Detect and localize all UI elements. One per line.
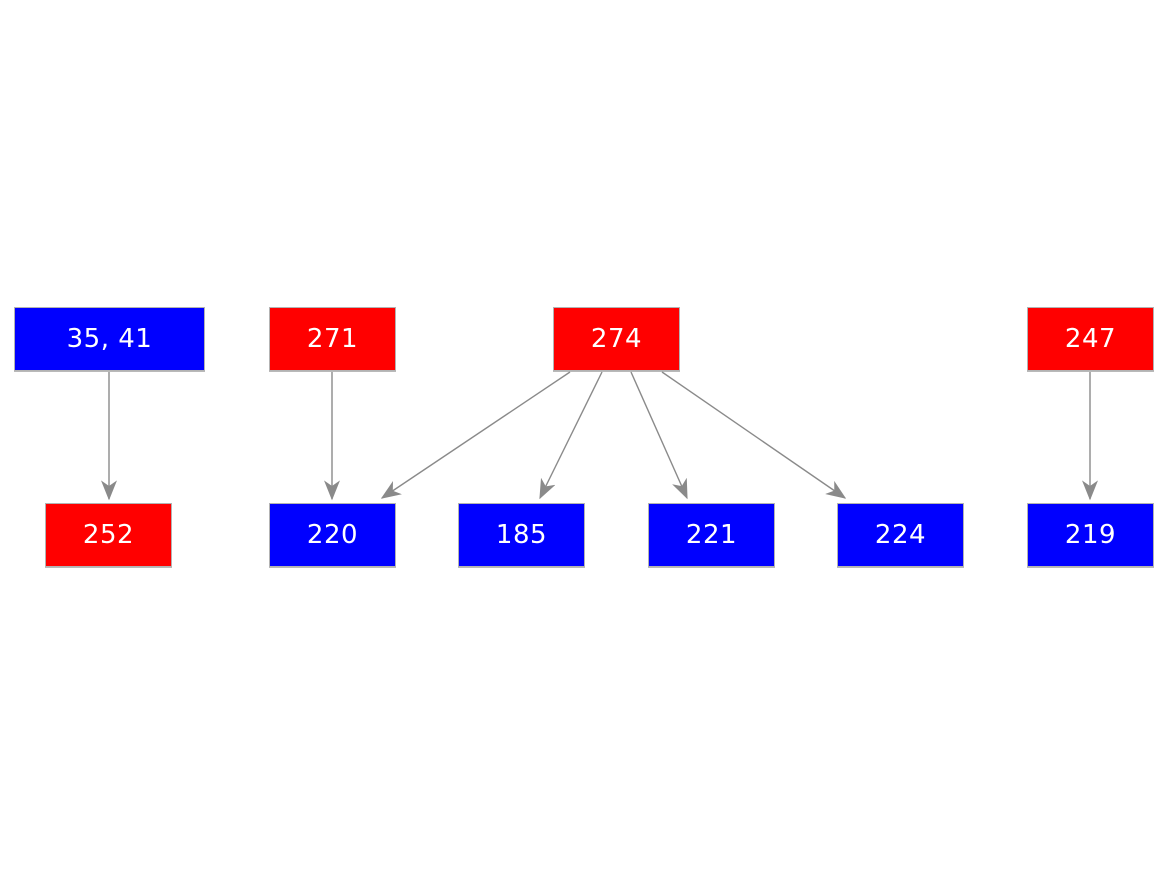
edge-n274-n185	[539, 371, 603, 500]
node-219: 219	[1027, 503, 1154, 567]
node-label: 247	[1064, 324, 1117, 354]
node-35-41: 35, 41	[14, 307, 205, 371]
node-label: 271	[306, 324, 359, 354]
node-224: 224	[837, 503, 964, 567]
edge-n274-n224	[661, 371, 847, 499]
node-label: 219	[1064, 520, 1117, 550]
node-274: 274	[553, 307, 680, 371]
node-label: 274	[590, 324, 643, 354]
node-label: 185	[495, 520, 548, 550]
node-label: 220	[306, 520, 359, 550]
edge-n274-n220	[380, 371, 571, 499]
node-185: 185	[458, 503, 585, 567]
node-271: 271	[269, 307, 396, 371]
node-label: 224	[874, 520, 927, 550]
node-label: 35, 41	[66, 324, 153, 354]
node-221: 221	[648, 503, 775, 567]
node-247: 247	[1027, 307, 1154, 371]
node-label: 252	[82, 520, 135, 550]
node-252: 252	[45, 503, 172, 567]
node-label: 221	[685, 520, 738, 550]
edge-n274-n221	[630, 371, 688, 500]
node-220: 220	[269, 503, 396, 567]
